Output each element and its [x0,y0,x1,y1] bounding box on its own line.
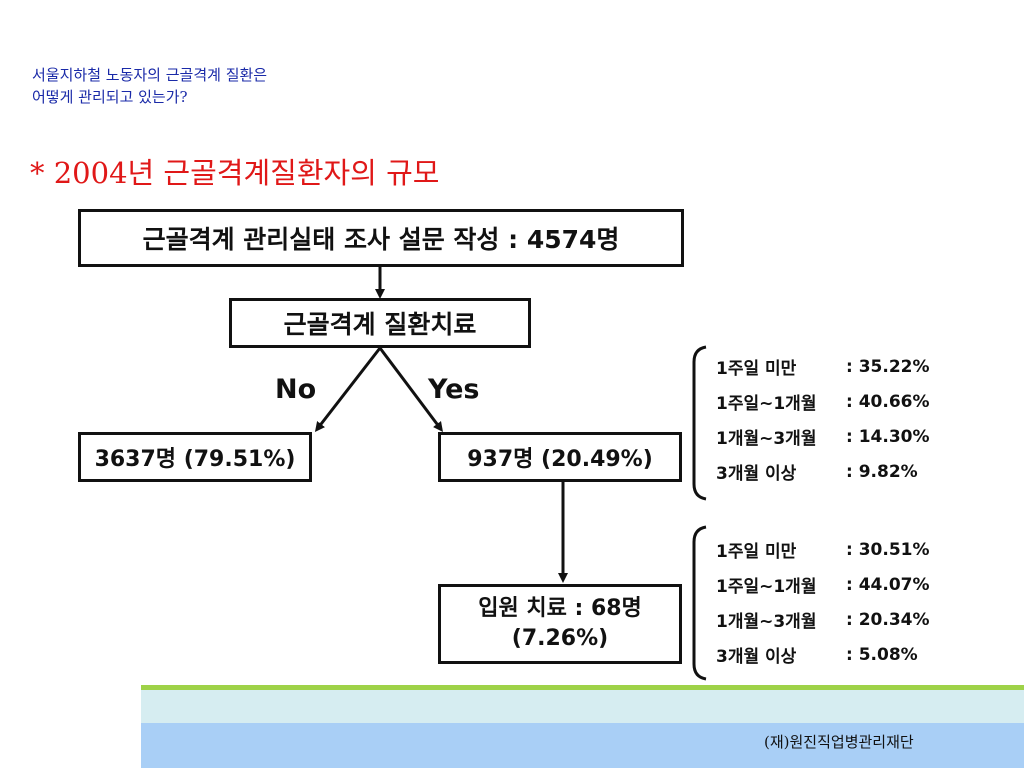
stat-row: 1주일 미만 : 35.22% [716,349,946,384]
stat-label: 3개월 이상 [716,647,797,667]
stat-label: 3개월 이상 [716,464,797,484]
stat-label: 1주일 미만 [716,359,797,379]
slide-subtitle: 서울지하철 노동자의 근골격계 질환은 어떻게 관리되고 있는가? [32,64,267,108]
stat-row: 3개월 이상 : 5.08% [716,637,946,672]
stat-value: : 14.30% [846,426,930,447]
stat-label: 1주일 미만 [716,542,797,562]
no-result-box: 3637명 (79.51%) [78,432,312,482]
subtitle-line-2: 어떻게 관리되고 있는가? [32,88,188,106]
stat-row: 1주일 미만 : 30.51% [716,532,946,567]
footer-organization: (재)원진직업병관리재단 [764,733,914,751]
hospital-duration-stats: 1주일 미만 : 30.51% 1주일~1개월 : 44.07% 1개월~3개월… [716,532,946,672]
stat-value: : 30.51% [846,539,930,560]
no-label: No [275,374,317,405]
brace-hospital-stats [692,525,707,681]
stat-value: : 40.66% [846,391,930,412]
stat-value: : 44.07% [846,574,930,595]
stat-label: 1주일~1개월 [716,394,817,414]
stat-row: 3개월 이상 : 9.82% [716,454,946,489]
stat-label: 1개월~3개월 [716,612,817,632]
footer-band-light [141,690,1024,723]
stat-value: : 9.82% [846,461,918,482]
stat-row: 1개월~3개월 : 20.34% [716,602,946,637]
survey-box: 근골격계 관리실태 조사 설문 작성 : 4574명 [78,209,684,267]
yes-result-box: 937명 (20.49%) [438,432,682,482]
treatment-box: 근골격계 질환치료 [229,298,531,348]
slide-title: * 2004년 근골격계질환자의 규모 [30,156,440,190]
arrow-treatment-to-no [314,347,382,432]
hospital-line-1: 입원 치료 : 68명 [478,596,642,621]
treatment-duration-stats: 1주일 미만 : 35.22% 1주일~1개월 : 40.66% 1개월~3개월… [716,349,946,489]
brace-treatment-stats [692,345,707,501]
arrow-treatment-to-yes [378,347,443,432]
stat-row: 1개월~3개월 : 14.30% [716,419,946,454]
hospital-line-2: (7.26%) [511,626,609,651]
stat-row: 1주일~1개월 : 44.07% [716,567,946,602]
stat-label: 1주일~1개월 [716,577,817,597]
stat-value: : 20.34% [846,609,930,630]
subtitle-line-1: 서울지하철 노동자의 근골격계 질환은 [32,66,268,84]
yes-label: Yes [428,374,480,405]
stat-label: 1개월~3개월 [716,429,817,449]
stat-value: : 5.08% [846,644,918,665]
stat-row: 1주일~1개월 : 40.66% [716,384,946,419]
footer-band [141,723,1024,768]
hospital-box: 입원 치료 : 68명 (7.26%) [438,584,682,664]
stat-value: : 35.22% [846,356,930,377]
footer-accent-line [141,685,1024,690]
